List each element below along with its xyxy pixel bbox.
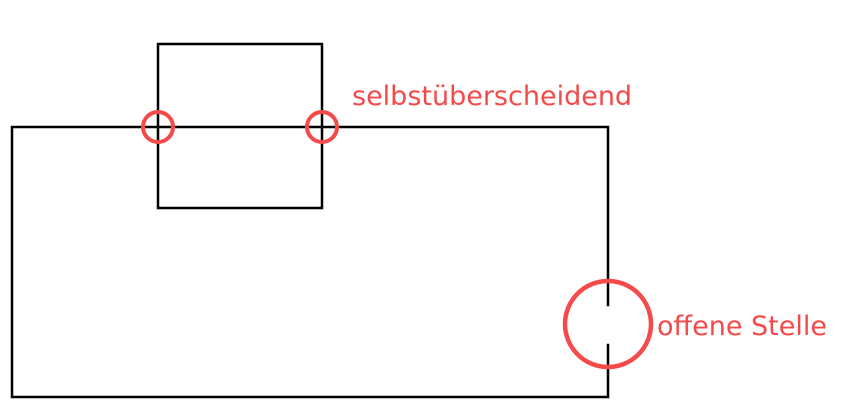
open-gap-marker (562, 278, 654, 370)
outer-polygon (10, 125, 610, 399)
label-open-spot: offene Stelle (657, 311, 827, 342)
self-intersection-marker-left (141, 110, 175, 144)
self-intersection-marker-right (305, 110, 339, 144)
label-self-intersecting: selbstüberscheidend (352, 81, 632, 112)
inner-square (156, 42, 324, 210)
